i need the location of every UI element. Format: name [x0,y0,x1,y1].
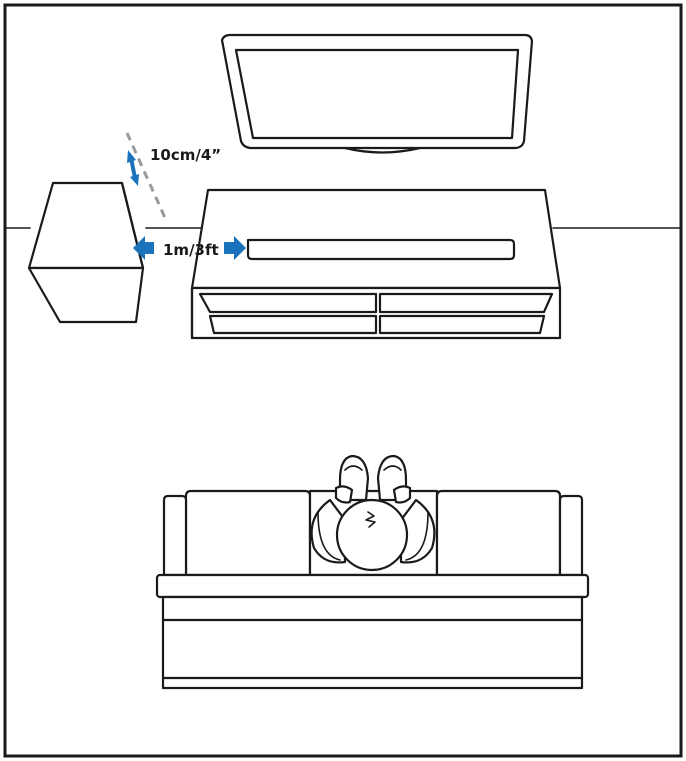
clearance-label: 10cm/4” [150,146,221,164]
tv-cabinet [190,188,562,340]
double-arrow-icon [127,150,139,186]
listener [310,454,436,572]
distance-label: 1m/3ft [163,241,219,259]
arrow-left-icon [133,236,154,260]
soundbar [246,238,516,261]
clearance-guide-line [125,132,168,221]
tv [220,33,534,154]
subwoofer [27,181,145,324]
arrow-right-icon [224,236,246,260]
